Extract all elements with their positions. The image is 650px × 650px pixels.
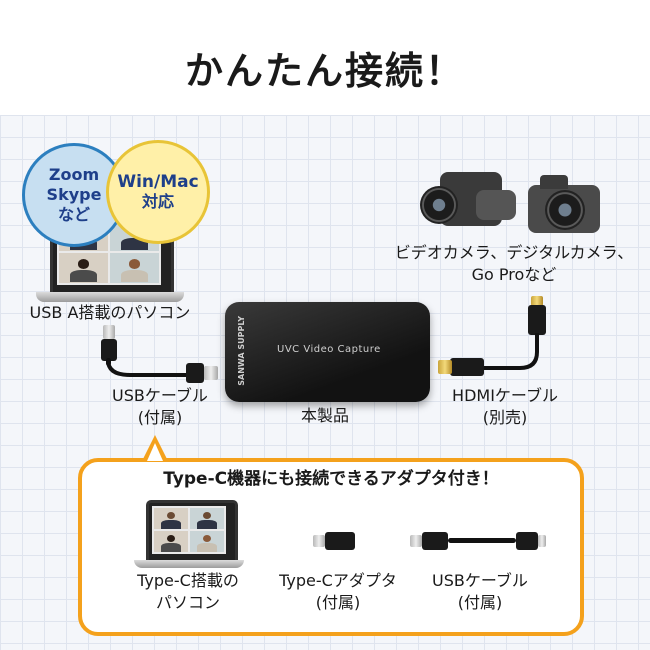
callout-pointer-inner (147, 443, 163, 461)
os-bubble: Win/Mac 対応 (106, 140, 210, 244)
capture-device-icon: SANWA SUPPLY UVC Video Capture (225, 302, 430, 402)
bubble-etc-text: など (57, 205, 90, 224)
hdmi-cable-label-line2: (別売) (482, 408, 528, 427)
device-brand-text: SANWA SUPPLY (237, 316, 246, 386)
bubble-support-text: 対応 (141, 192, 174, 211)
callout-laptop-line2: パソコン (155, 593, 220, 612)
callout-item-adapter-label: Type-Cアダプタ (付属) (268, 570, 408, 614)
apps-bubble: Zoom Skype など (22, 143, 126, 247)
product-label: 本製品 (300, 406, 349, 425)
camera-label-line2: Go Proなど (471, 265, 557, 284)
callout-usb-line1: USBケーブル (432, 571, 528, 590)
page-title: かんたん接続！ (184, 49, 465, 93)
usb-cable-label-line2: (付属) (137, 408, 183, 427)
callout-laptop-line1: Type-C搭載の (137, 571, 239, 590)
laptop-label: USB A搭載のパソコン (29, 303, 191, 322)
bubble-skype-text: Skype (46, 185, 102, 204)
usb-cable-label-line1: USBケーブル (112, 386, 208, 405)
bubble-winmac-text: Win/Mac (117, 172, 199, 192)
bubble-zoom-text: Zoom (48, 165, 100, 184)
camera-label: ビデオカメラ、デジタルカメラ、 Go Proなど (380, 242, 648, 286)
callout-adapter-line1: Type-Cアダプタ (279, 571, 397, 590)
callout-item-laptop-label: Type-C搭載の パソコン (118, 570, 258, 614)
camera-label-line1: ビデオカメラ、デジタルカメラ、 (394, 243, 634, 262)
usb-cable-label: USBケーブル (付属) (90, 385, 230, 429)
callout-adapter-line2: (付属) (315, 593, 361, 612)
callout-title: Type-C機器にも接続できるアダプタ付き！ (163, 469, 499, 489)
hdmi-cable-label: HDMIケーブル (別売) (430, 385, 580, 429)
callout-usb-line2: (付属) (457, 593, 503, 612)
hdmi-cable-label-line1: HDMIケーブル (452, 386, 558, 405)
callout-item-usb-label: USBケーブル (付属) (410, 570, 550, 614)
device-name-text: UVC Video Capture (277, 344, 381, 355)
